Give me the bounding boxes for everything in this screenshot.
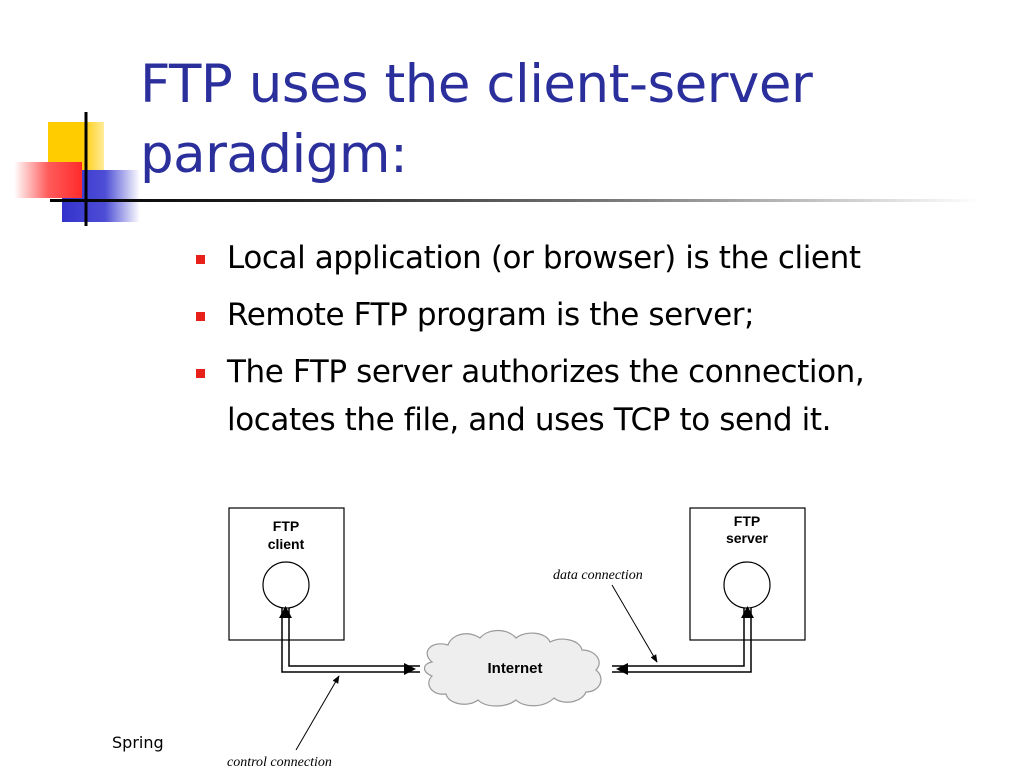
title-line-1: FTP uses the client-server: [140, 54, 813, 115]
client-connection-arrowhead-right: [404, 663, 416, 675]
bullet-list: Local application (or browser) is the cl…: [196, 234, 1006, 453]
bullet-square-icon: [196, 369, 205, 378]
bullet-square-icon: [196, 312, 205, 321]
client-connection-outer: [281, 608, 420, 673]
bullet-item: The FTP server authorizes the connection…: [196, 348, 1006, 444]
title-underline: [50, 199, 980, 202]
server-connection-outer: [612, 608, 752, 673]
ftp-diagram: FTP client FTP server Internet data conn…: [227, 507, 806, 768]
bullet-text: The FTP server authorizes the connection…: [227, 354, 865, 390]
bullet-item: Local application (or browser) is the cl…: [196, 234, 1006, 282]
deco-red-bar: [14, 162, 82, 198]
bullet-square-icon: [196, 255, 205, 264]
client-box-label-line1: FTP: [273, 518, 299, 534]
control-connection-label: control connection: [227, 755, 332, 768]
control-connection-pointer: [295, 675, 340, 751]
bullet-text: Remote FTP program is the server;: [227, 297, 755, 333]
title-line-2: paradigm:: [140, 124, 408, 185]
client-box-label-line2: client: [268, 536, 305, 552]
server-box-label-line1: FTP: [734, 513, 760, 529]
server-box-label-line2: server: [726, 530, 769, 546]
client-connection-arrowhead-up: [279, 606, 292, 618]
data-connection-label: data connection: [553, 568, 643, 583]
corner-decoration: [14, 112, 140, 226]
client-connection-inner: [288, 608, 420, 667]
slide-title: FTP uses the client-server paradigm:: [140, 50, 1000, 190]
footer-text: Spring: [112, 733, 164, 752]
bullet-text: locates the file, and uses TCP to send i…: [227, 402, 832, 438]
server-connection-arrowhead-left: [616, 663, 628, 675]
internet-label: Internet: [487, 660, 542, 677]
client-process-circle: [262, 561, 310, 609]
bullet-text: Local application (or browser) is the cl…: [227, 240, 861, 276]
server-connection-inner: [612, 608, 745, 667]
bullet-item: Remote FTP program is the server;: [196, 291, 1006, 339]
server-process-circle: [723, 561, 771, 609]
server-connection-arrowhead-up: [741, 606, 754, 618]
data-connection-pointer: [611, 584, 658, 663]
internet-cloud: [423, 629, 602, 707]
